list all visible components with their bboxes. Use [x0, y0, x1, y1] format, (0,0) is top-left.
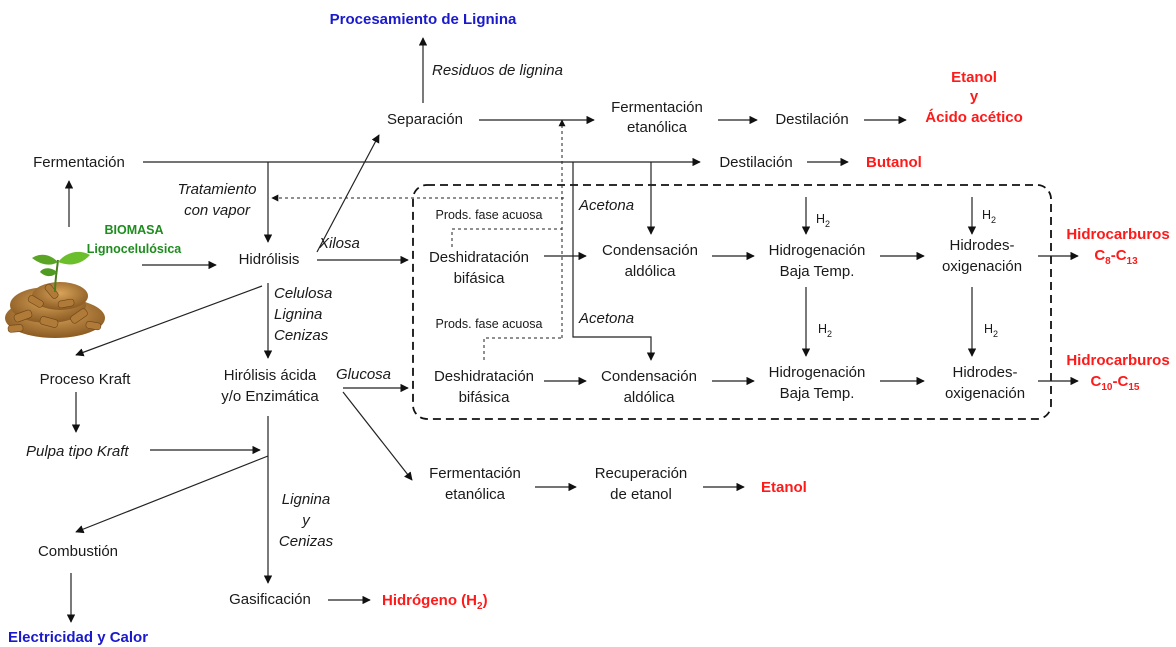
lignina-y-cenizas-label: Lignina [282, 491, 330, 508]
hidrocarburos-2-formula: C10-C15 [1091, 373, 1140, 393]
hidrocarburos-2-product: Hidrocarburos [1066, 352, 1169, 369]
deshidratacion-1-node-line2: bifásica [454, 270, 506, 287]
condensacion-2-node-line2: aldólica [624, 389, 676, 406]
ferm-etanolica-bot-node-line2: etanólica [445, 486, 506, 503]
connectors [64, 37, 1079, 623]
recuperacion-node-line2: de etanol [610, 486, 672, 503]
destilacion-top-node: Destilación [775, 111, 848, 128]
recuperacion-node: Recuperación [595, 465, 688, 482]
etanol-acetico-product: Etanol [951, 69, 997, 86]
hidrogenacion-1-node-line2: Baja Temp. [780, 263, 855, 280]
hidrolisis-acida-node-line2: y/o Enzimática [221, 388, 319, 405]
ferm-etanolica-bot-node: Fermentación [429, 465, 521, 482]
h2-label: H2 [982, 208, 996, 225]
combustion-node: Combustión [38, 543, 118, 560]
hidrodes-2-node-line2: oxigenación [945, 385, 1025, 402]
butanol-product: Butanol [866, 154, 922, 171]
h2-label: H2 [816, 212, 830, 229]
deshidratacion-1-node: Deshidratación [429, 249, 529, 266]
lignina-label: Lignina [274, 306, 322, 323]
residuos-lignina-label: Residuos de lignina [432, 62, 563, 79]
hydrocarbon-process-box [412, 184, 1052, 420]
ferm-etanolica-top-node-line2: etanólica [627, 119, 688, 136]
hidrogenacion-1-node: Hidrogenación [769, 242, 866, 259]
biomasa-label-line2: Lignocelulósica [87, 242, 183, 256]
lignina-y-cenizas-label-y: y [301, 512, 311, 529]
gasificacion-node: Gasificación [229, 591, 311, 608]
tratamiento-vapor-label-line2: con vapor [184, 202, 251, 219]
deshidratacion-2-node-line2: bifásica [459, 389, 511, 406]
hidrodes-1-node: Hidrodes- [949, 237, 1014, 254]
acetona-1-label: Acetona [578, 197, 634, 214]
celulosa-label: Celulosa [274, 285, 332, 302]
hidrodes-2-node: Hidrodes- [952, 364, 1017, 381]
proceso-kraft-node: Proceso Kraft [40, 371, 132, 388]
hidrodes-1-node-line2: oxigenación [942, 258, 1022, 275]
hidrogenacion-2-node: Hidrogenación [769, 364, 866, 381]
hidrolisis-node: Hidrólisis [239, 251, 300, 268]
prods-fase-acuosa-1: Prods. fase acuosa [435, 208, 542, 222]
tratamiento-vapor-label: Tratamiento [178, 181, 257, 198]
condensacion-1-node: Condensación [602, 242, 698, 259]
condensacion-1-node-line2: aldólica [625, 263, 677, 280]
wood-pellets-with-seedling-icon [5, 251, 105, 338]
condensacion-2-node: Condensación [601, 368, 697, 385]
hidrocarburos-1-product: Hidrocarburos [1066, 226, 1169, 243]
hidrolisis-acida-node: Hirólisis ácida [224, 367, 317, 384]
hidrocarburos-1-formula: C8-C13 [1094, 247, 1138, 267]
fermentacion-node: Fermentación [33, 154, 125, 171]
lignina-y-cenizas-label-line3: Cenizas [279, 533, 334, 550]
acetona-2-label: Acetona [578, 310, 634, 327]
h2-label: H2 [984, 322, 998, 339]
procesamiento-lignina-label: Procesamiento de Lignina [330, 11, 517, 28]
hidrogeno-product: Hidrógeno (H2) [382, 592, 488, 612]
glucosa-label: Glucosa [336, 366, 391, 383]
ferm-etanolica-top-node: Fermentación [611, 99, 703, 116]
deshidratacion-2-node: Deshidratación [434, 368, 534, 385]
etanol-acetico-product-y: y [970, 88, 979, 105]
etanol-product: Etanol [761, 479, 807, 496]
electricidad-calor-label: Electricidad y Calor [8, 629, 148, 646]
separacion-node: Separación [387, 111, 463, 128]
xilosa-label: Xilosa [318, 235, 360, 252]
etanol-acetico-product-line3: Ácido acético [925, 109, 1023, 126]
cenizas-label: Cenizas [274, 327, 329, 344]
hidrogenacion-2-node-line2: Baja Temp. [780, 385, 855, 402]
prods-fase-acuosa-2: Prods. fase acuosa [435, 317, 542, 331]
biomasa-label: BIOMASA [104, 223, 163, 237]
pulpa-kraft-label: Pulpa tipo Kraft [26, 443, 129, 460]
h2-label: H2 [818, 322, 832, 339]
destilacion-butanol-node: Destilación [719, 154, 792, 171]
